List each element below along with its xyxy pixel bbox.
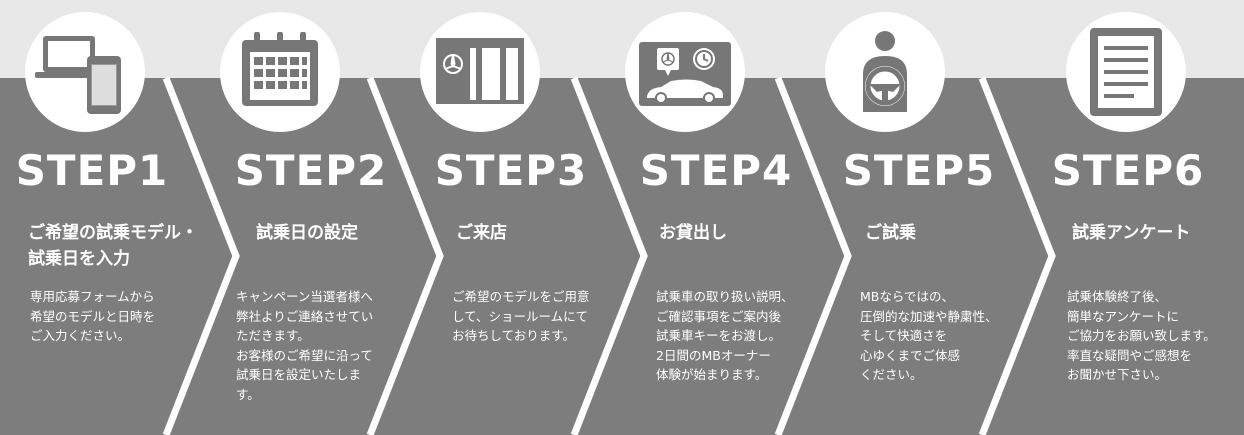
step-6-heading: 試乗アンケート [1072,220,1190,246]
step-5-body-line: ください。 [860,367,923,382]
step-4-body-line: 2日間のMBオーナー [656,347,771,363]
step-3-body-line: ご希望のモデルをご用意 [452,289,590,304]
band-background [0,78,1244,435]
step-4-icon-circle [625,12,745,132]
step-4-heading: お貸出し [659,220,727,246]
step-4-body-line: ご確認事項をご案内後 [656,308,782,324]
step-5-body-line: MBならではの、 [860,289,954,304]
questionnaire-icon [1090,28,1162,116]
step-2-body-line: 弊社よりご連絡させてい [236,308,374,324]
step-1-heading: ご希望の試乗モデル・ 試乗日を入力 [28,220,198,272]
step-2-body-line: お客様のご希望に沿って [236,347,373,363]
step-3-icon-circle [420,12,540,132]
step-2-body: キャンペーン当選者様へ 弊社よりご連絡させてい ただきます。 お客様のご希望に沿… [236,287,373,404]
step-3-body-line: して、ショールームにて [452,308,589,324]
chevron-separator-1 [162,76,240,435]
step-5-heading: ご試乗 [865,220,916,246]
chevron-separator-3 [570,76,648,435]
car-clock-icon [639,42,731,106]
step-5-heading-line: ご試乗 [865,223,916,243]
step-3-body-line: お待ちしております。 [452,328,576,343]
step-6-icon-circle [1066,12,1186,132]
step-2-body-line: キャンペーン当選者様へ [236,289,373,304]
step-5-title: STEP5 [842,146,996,195]
step-4-body-line: 試乗車の取り扱い説明、 [656,289,794,304]
step-2-heading: 試乗日の設定 [256,220,358,246]
step-2-icon-circle [220,12,340,132]
step-1-body-line: 希望のモデルと日時を [30,308,156,324]
step-2-body-line: ただきます。 [236,328,310,343]
step-5-body: MBならではの、 圧倒的な加速や静粛性、 そして快適さを 心ゆくまでご体感 くだ… [860,287,998,385]
step-6-body-line: お聞かせ下さい。 [1067,367,1168,382]
step-6-body: 試乗体験終了後、 簡単なアンケートに ご協力をお願い致します。 率直な疑問やご感… [1067,287,1216,385]
chevron-separator-5 [978,76,1056,435]
driver-wheel-icon [863,31,907,112]
step-4-title: STEP4 [639,146,793,195]
step-6-body-line: 簡単なアンケートに [1067,308,1180,324]
step-6-heading-line: 試乗アンケート [1072,223,1191,243]
step-2-heading-line: 試乗日の設定 [256,223,358,243]
step-6-body-line: ご協力をお願い致します。 [1067,328,1216,343]
step-4-body-line: 体験が始まります。 [656,367,768,382]
step-1-title: STEP1 [15,146,169,195]
step-3-title: STEP3 [434,146,588,195]
step-3-heading-line: ご来店 [456,223,507,243]
step-1-heading-line: 試乗日を入力 [28,249,130,269]
step-5-body-line: 心ゆくまでご体感 [860,347,961,363]
step-5-icon-circle [825,12,945,132]
step-2-body-line: す。 [236,386,260,402]
showroom-icon [436,38,524,104]
step-1-body: 専用応募フォームから 希望のモデルと日時を ご入力ください。 [30,287,155,346]
step-4-heading-line: お貸出し [659,223,727,243]
step-1-body-line: 専用応募フォームから [30,289,155,304]
step-1-heading-line: ご希望の試乗モデル・ [28,223,198,243]
step-3-body: ご希望のモデルをご用意 して、ショールームにて お待ちしております。 [452,287,590,346]
step-6-body-line: 率直な疑問やご感想を [1067,347,1193,363]
calendar-icon [242,32,318,106]
step-5-body-line: 圧倒的な加速や静粛性、 [860,308,998,324]
step-6-body-line: 試乗体験終了後、 [1067,289,1168,304]
chevron-separator-2 [366,76,444,435]
step-1-icon-circle [25,12,145,132]
laptop-phone-icon [35,36,121,114]
step-2-title: STEP2 [234,146,388,195]
chevron-separator-4 [774,76,852,435]
step-3-heading: ご来店 [456,220,507,246]
step-1-body-line: ご入力ください。 [30,328,131,343]
step-4-body: 試乗車の取り扱い説明、 ご確認事項をご案内後 試乗車キーをお渡し。 2日間のMB… [656,287,794,385]
step-2-body-line: 試乗日を設定いたしま [236,367,362,382]
step-4-body-line: 試乗車キーをお渡し。 [656,328,782,343]
step-5-body-line: そして快適さを [860,328,948,343]
step-6-title: STEP6 [1051,146,1205,195]
